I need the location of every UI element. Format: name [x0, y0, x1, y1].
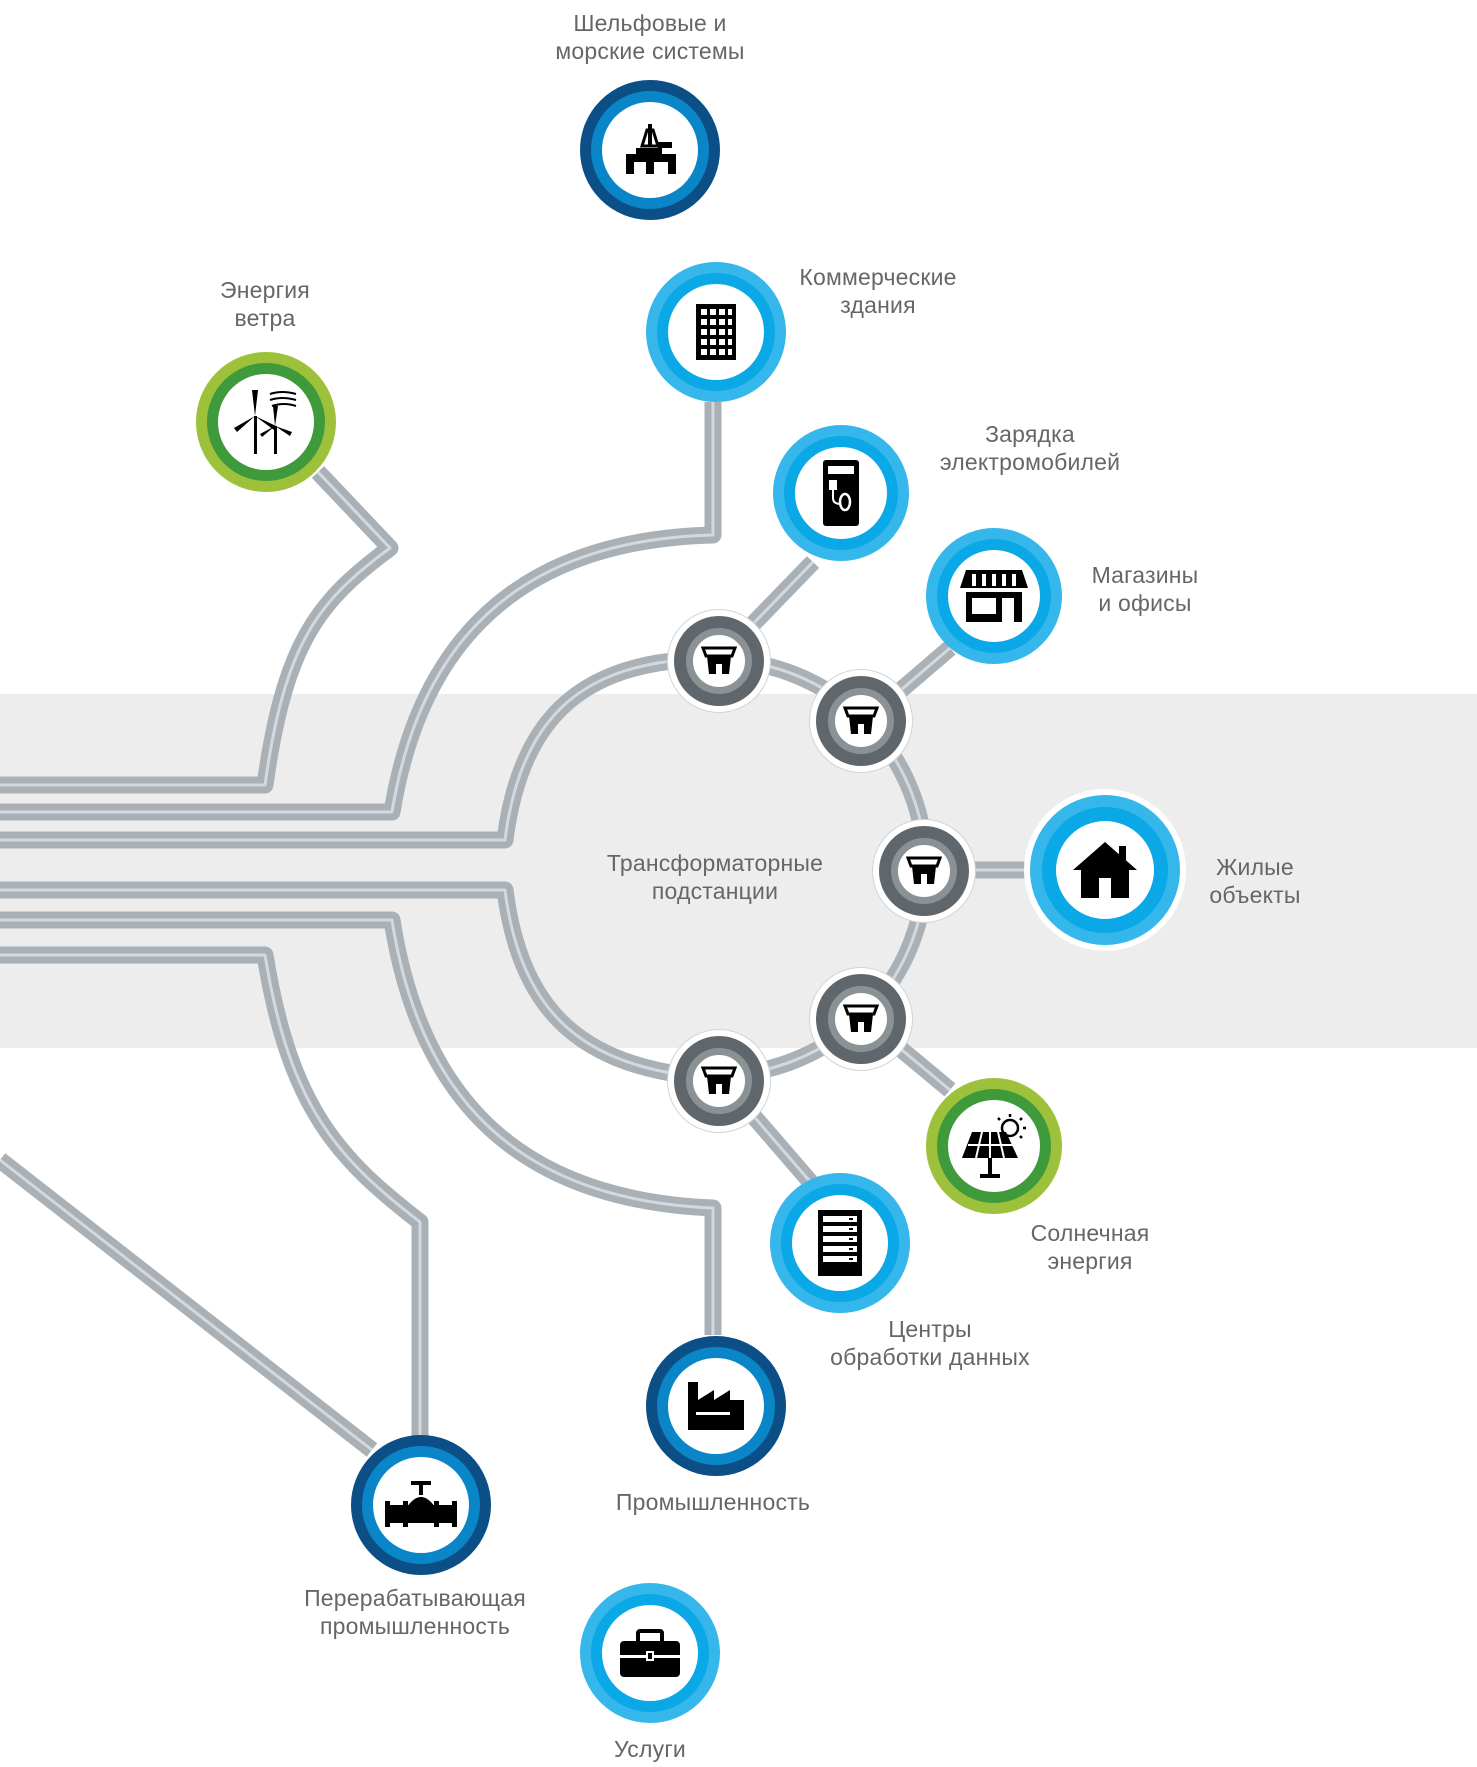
- processing-node-inner: [373, 1457, 469, 1553]
- label-wind-line1: Энергия: [220, 277, 310, 303]
- datacenter-node-inner: [792, 1195, 888, 1291]
- label-processing: Перерабатывающая промышленность: [290, 1584, 540, 1640]
- substation-node[interactable]: [668, 610, 770, 712]
- wire-processing-a: [0, 946, 429, 1440]
- transformer-icon: [700, 646, 738, 674]
- label-residential-line2: объекты: [1209, 882, 1301, 908]
- factory-icon: [688, 1382, 744, 1430]
- label-offshore-line1: Шельфовые и: [573, 10, 727, 36]
- wind-turbine-icon: [234, 390, 297, 454]
- label-substations-line2: подстанции: [651, 878, 779, 904]
- house-icon: [1073, 842, 1137, 898]
- label-residential-line1: Жилые: [1216, 854, 1294, 880]
- wind-node-inner: [218, 374, 314, 470]
- substation-node[interactable]: [810, 968, 912, 1070]
- transformer-icon: [842, 1004, 880, 1032]
- offshore-node[interactable]: [580, 80, 720, 220]
- label-shops-line2: и офисы: [1098, 590, 1192, 616]
- commercial-node[interactable]: [646, 262, 786, 402]
- label-solar-line2: энергия: [1047, 1248, 1133, 1274]
- label-ev: Зарядка электромобилей: [920, 420, 1140, 476]
- label-datacenter: Центры обработки данных: [810, 1315, 1050, 1371]
- label-datacenter-line1: Центры: [888, 1316, 972, 1342]
- substation-node-inner: [686, 1048, 752, 1114]
- ev-node-inner: [795, 447, 887, 539]
- substation-node-inner: [891, 838, 957, 904]
- processing-node[interactable]: [351, 1435, 491, 1575]
- label-ev-line2: электромобилей: [939, 449, 1121, 475]
- label-shops: Магазины и офисы: [1070, 561, 1220, 617]
- industry-node[interactable]: [646, 1336, 786, 1476]
- services-node[interactable]: [580, 1583, 720, 1723]
- label-shops-line1: Магазины: [1091, 562, 1199, 588]
- ev-node[interactable]: [773, 425, 909, 561]
- wind-node[interactable]: [196, 352, 336, 492]
- transformer-icon: [842, 706, 880, 734]
- label-commercial: Коммерческие здания: [778, 263, 978, 319]
- shops-node-inner: [948, 550, 1040, 642]
- wire-commercial: [0, 402, 722, 821]
- substation-node[interactable]: [810, 670, 912, 772]
- substation-node[interactable]: [873, 820, 975, 922]
- label-services: Услуги: [570, 1735, 730, 1763]
- label-solar-line1: Солнечная: [1030, 1220, 1150, 1246]
- label-ev-line1: Зарядка: [985, 421, 1075, 447]
- residential-node[interactable]: [1030, 795, 1180, 945]
- substation-band: [0, 694, 1477, 1048]
- substation-node-inner: [828, 688, 894, 754]
- substation-node-inner: [828, 986, 894, 1052]
- label-datacenter-line2: обработки данных: [830, 1344, 1030, 1370]
- server-rack-icon: [818, 1210, 862, 1276]
- label-residential: Жилые объекты: [1180, 853, 1330, 909]
- transformer-icon: [700, 1066, 738, 1094]
- label-wind-line2: ветра: [234, 305, 296, 331]
- commercial-node-inner: [668, 284, 764, 380]
- industry-node-inner: [668, 1358, 764, 1454]
- toolbox-icon: [620, 1629, 680, 1677]
- solar-node[interactable]: [926, 1078, 1062, 1214]
- label-offshore-line2: морские системы: [555, 38, 745, 64]
- storefront-icon: [960, 570, 1028, 622]
- transformer-icon: [905, 856, 943, 884]
- offshore-node-inner: [602, 102, 698, 198]
- services-node-inner: [602, 1605, 698, 1701]
- label-industry-line1: Промышленность: [615, 1489, 811, 1515]
- wire-wind: [0, 466, 399, 794]
- ev-charger-icon: [823, 460, 859, 526]
- pipeline-valve-icon: [385, 1481, 457, 1527]
- label-substations-line1: Трансформаторные: [606, 850, 824, 876]
- substation-node-inner: [686, 628, 752, 694]
- label-substations: Трансформаторные подстанции: [590, 849, 840, 905]
- substation-node[interactable]: [668, 1030, 770, 1132]
- label-wind: Энергия ветра: [195, 276, 335, 332]
- label-commercial-line2: здания: [840, 292, 916, 318]
- wire-industry: [0, 911, 722, 1335]
- office-building-icon: [696, 304, 736, 360]
- solar-panel-icon: [962, 1114, 1026, 1178]
- residential-node-inner: [1056, 821, 1154, 919]
- label-solar: Солнечная энергия: [1000, 1219, 1180, 1275]
- label-offshore: Шельфовые и морские системы: [530, 9, 770, 65]
- label-industry: Промышленность: [598, 1488, 828, 1516]
- datacenter-node[interactable]: [770, 1173, 910, 1313]
- solar-node-inner: [948, 1100, 1040, 1192]
- label-commercial-line1: Коммерческие: [799, 264, 957, 290]
- offshore-platform-icon: [626, 124, 676, 174]
- label-processing-line1: Перерабатывающая: [304, 1585, 526, 1611]
- label-processing-line2: промышленность: [319, 1613, 511, 1639]
- label-services-line1: Услуги: [614, 1736, 686, 1762]
- shops-node[interactable]: [926, 528, 1062, 664]
